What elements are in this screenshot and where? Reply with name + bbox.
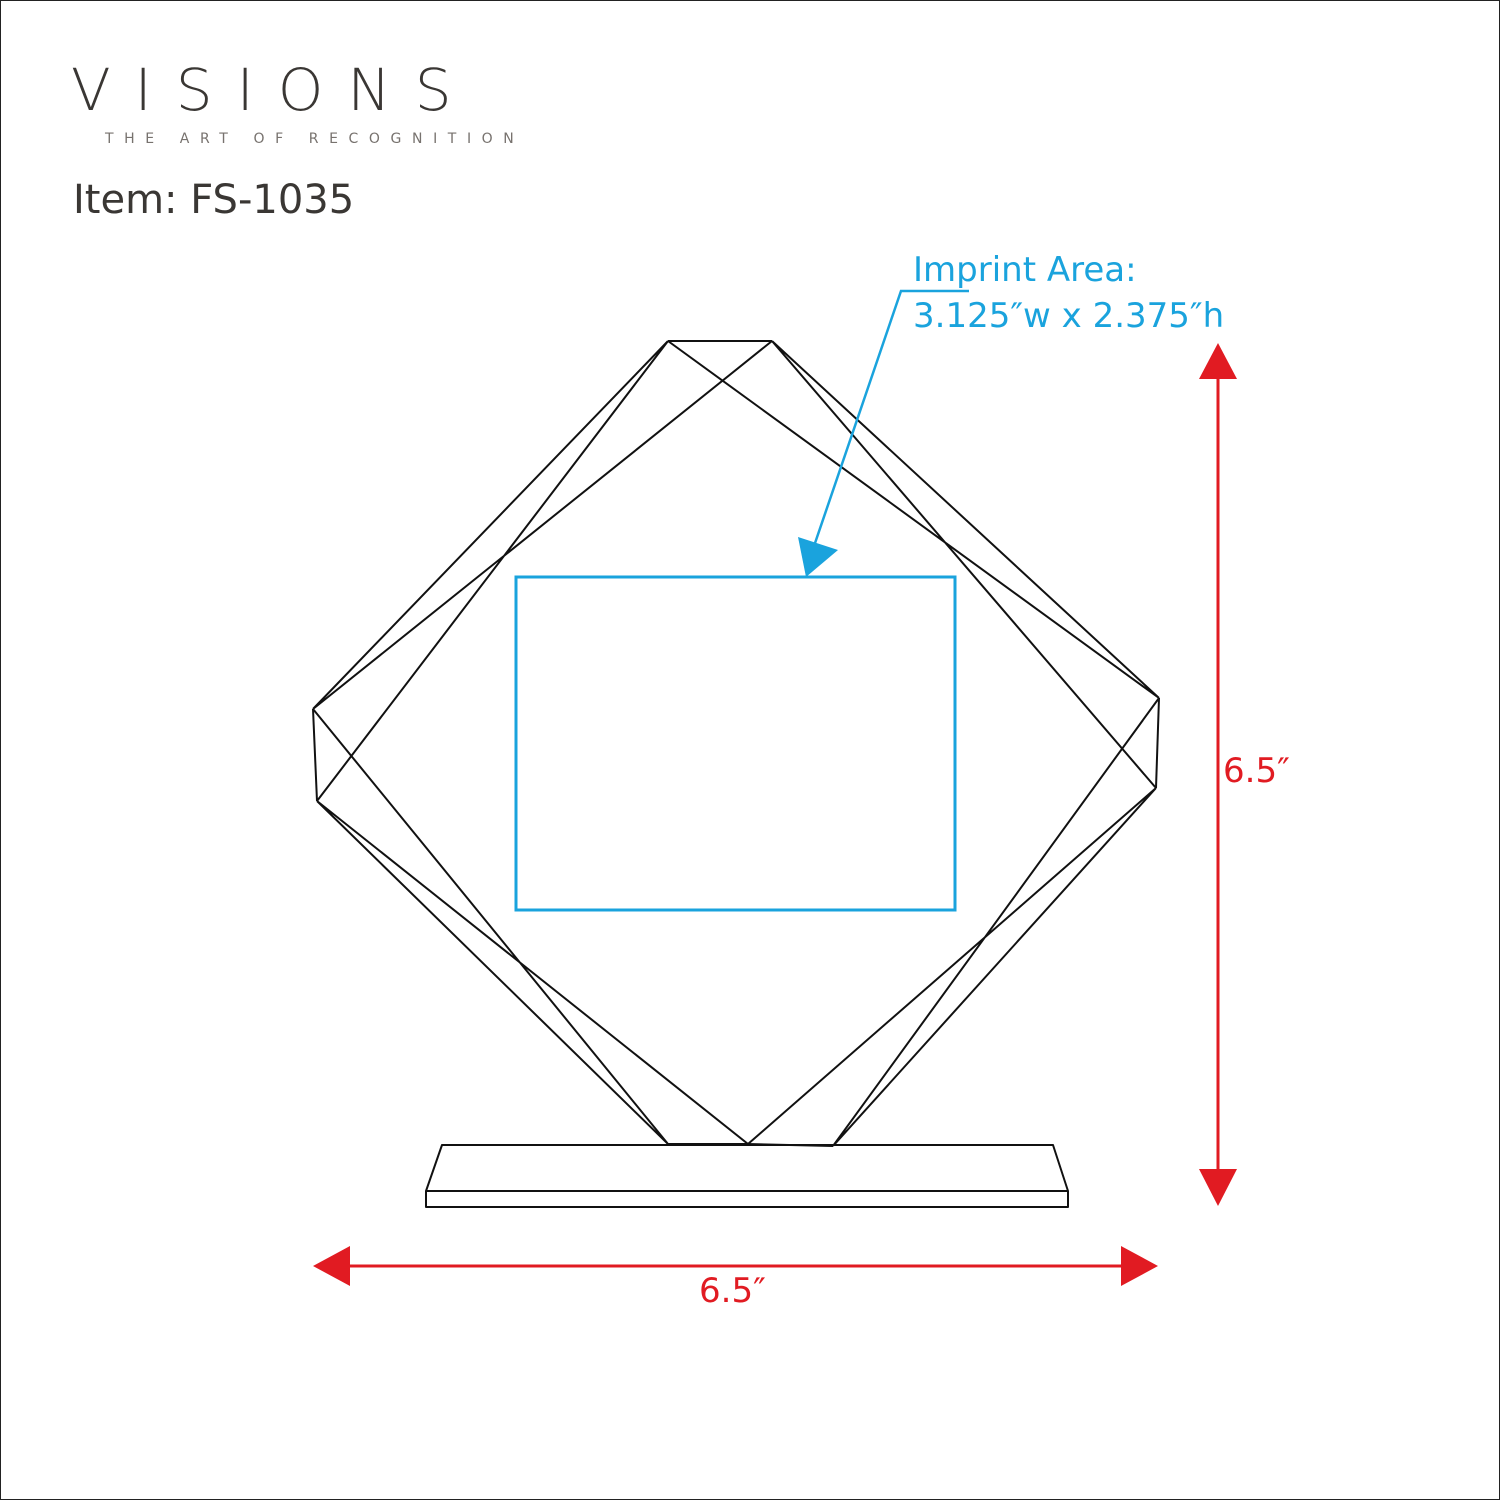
width-dimension-arrow xyxy=(313,1246,1158,1286)
imprint-area-title: Imprint Area: xyxy=(913,250,1137,290)
brand-logo: VISIONS xyxy=(71,56,476,124)
imprint-area-box xyxy=(514,575,957,912)
height-dimension-arrow xyxy=(1199,343,1237,1206)
imprint-area-label: Imprint Area: 3.125″w x 2.375″h xyxy=(913,247,1224,339)
item-number: Item: FS-1035 xyxy=(73,177,355,223)
imprint-area-size: 3.125″w x 2.375″h xyxy=(913,296,1225,336)
diamond-facets xyxy=(312,340,1160,1147)
imprint-callout-arrow xyxy=(798,289,969,577)
award-base xyxy=(425,1144,1069,1208)
award-outline xyxy=(312,340,1160,1208)
height-label: 6.5″ xyxy=(1223,751,1290,791)
width-label: 6.5″ xyxy=(699,1271,766,1311)
brand-tagline: THE ART OF RECOGNITION xyxy=(105,131,525,147)
